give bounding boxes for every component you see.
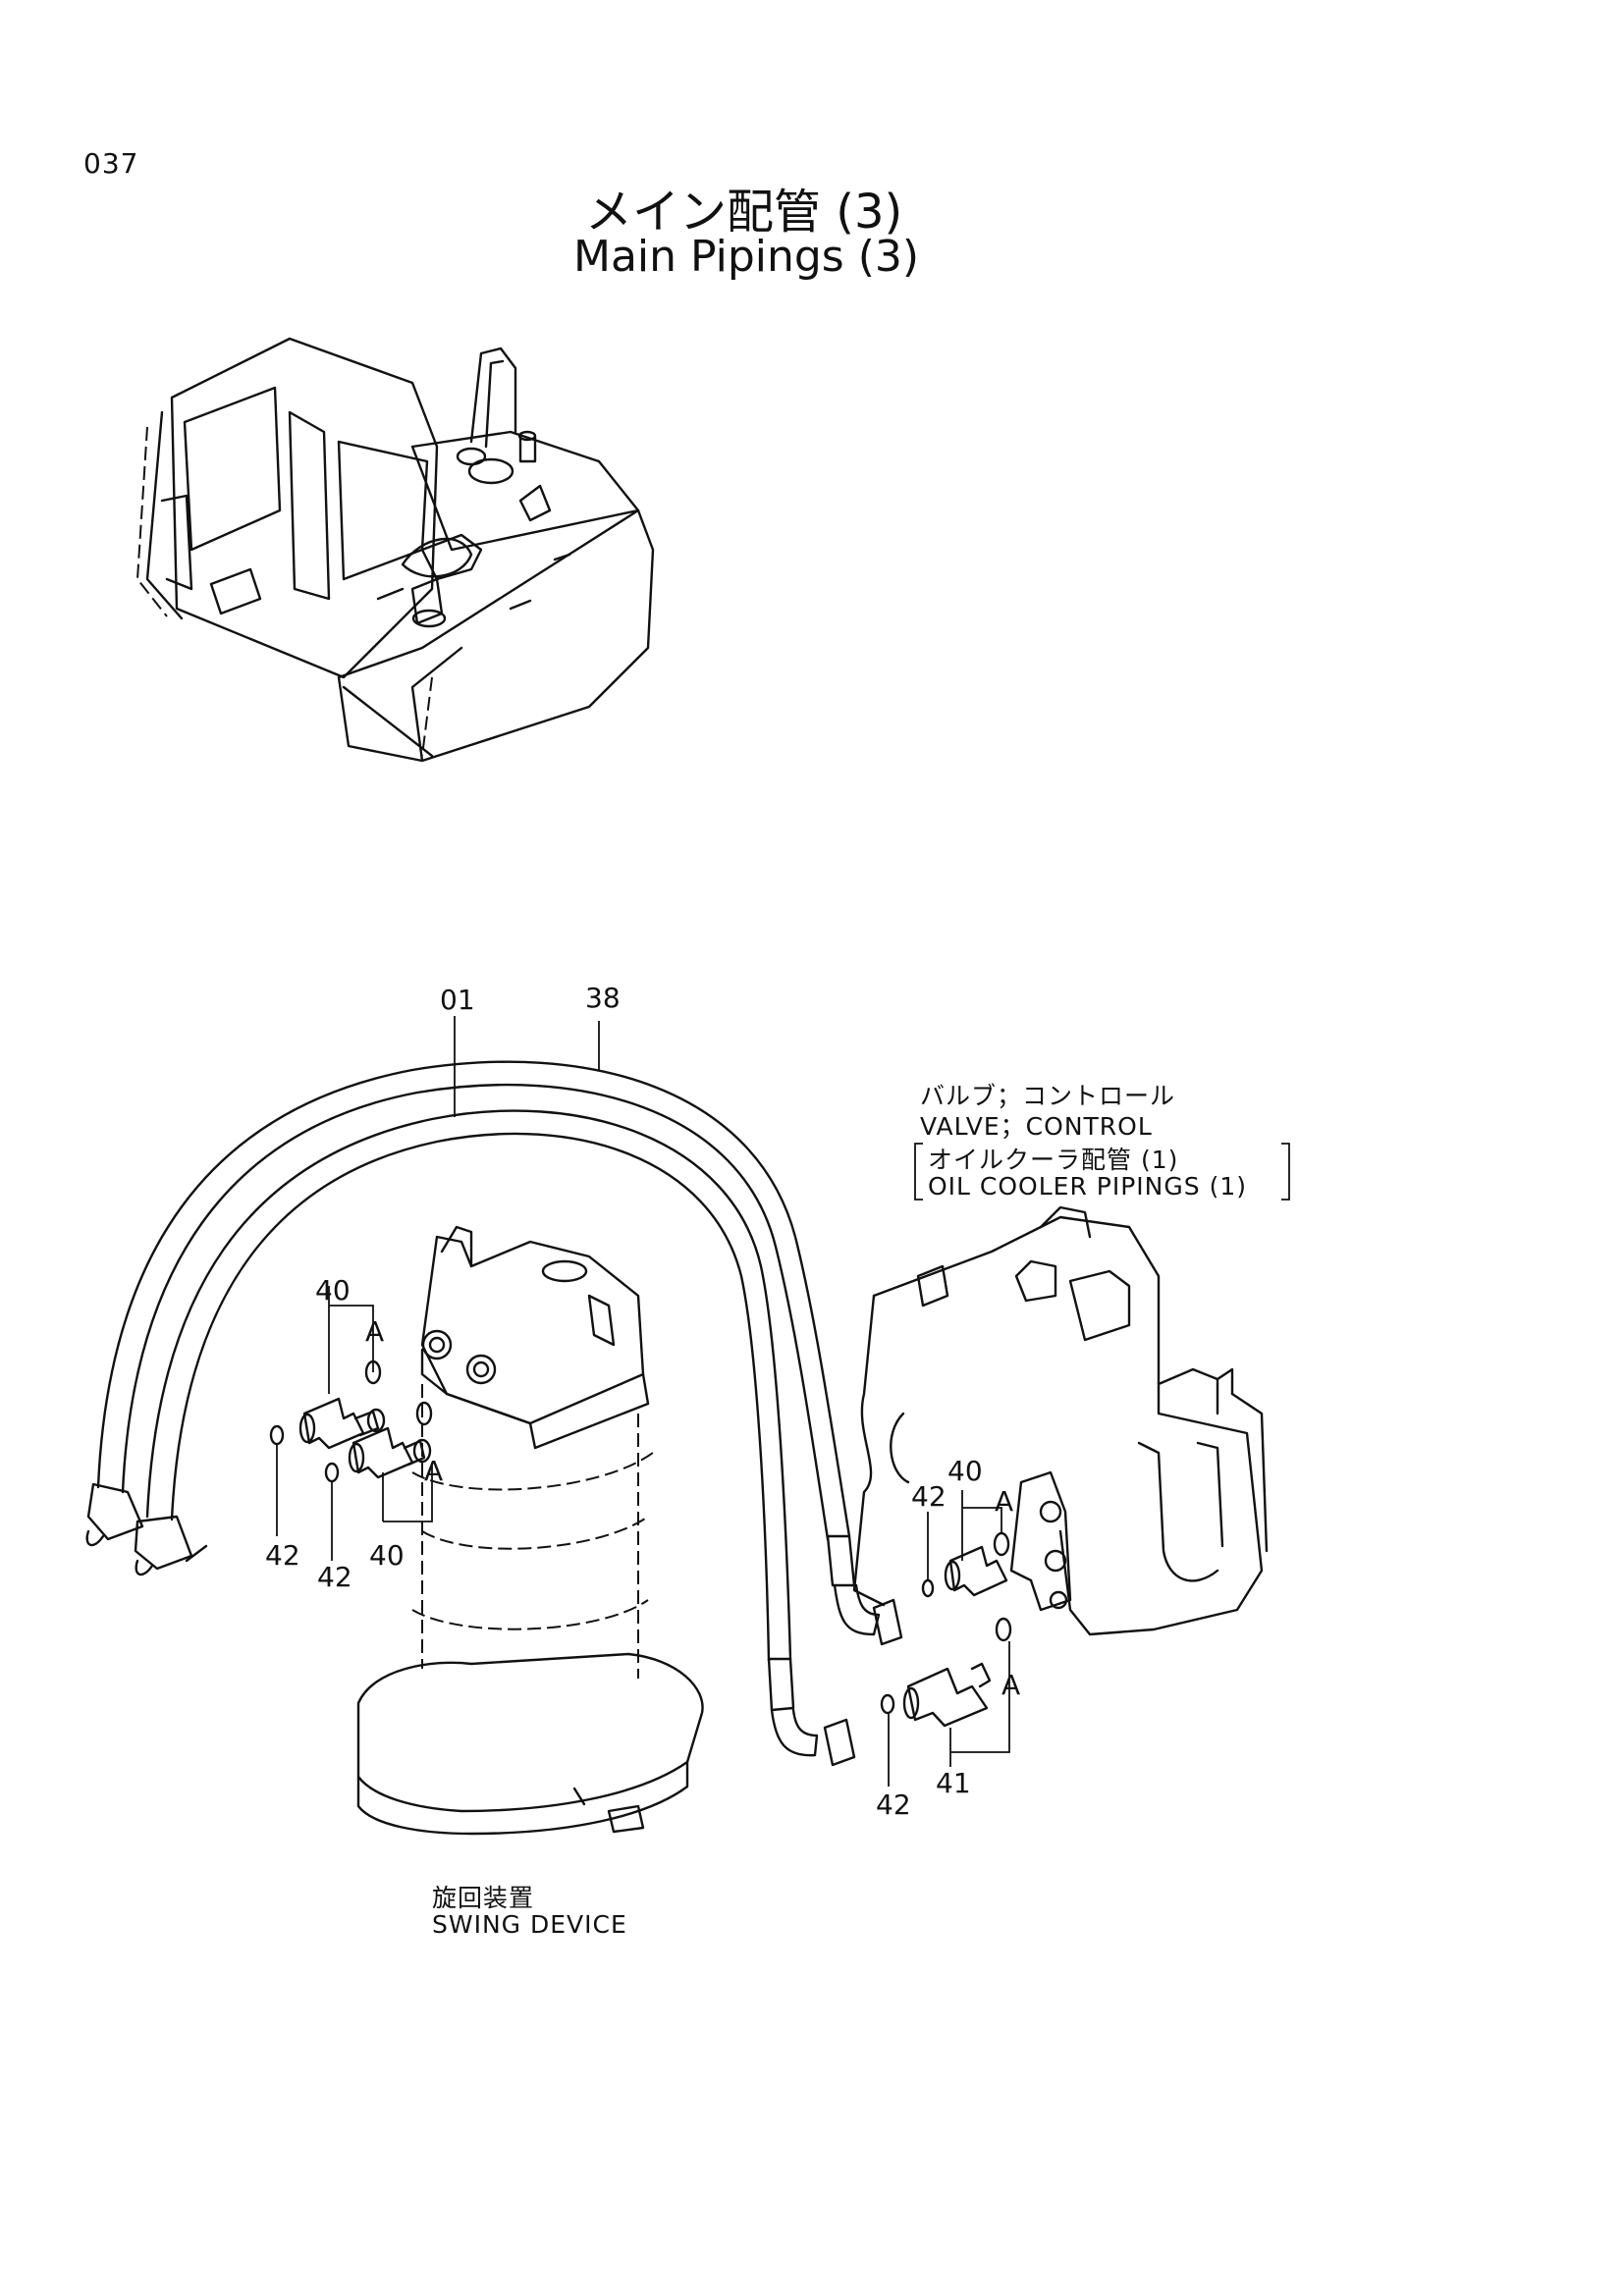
page-title-english: Main Pipings (3): [573, 232, 920, 282]
page-title-japanese: メイン配管 (3): [585, 185, 903, 240]
valve-note-japanese: バルブ；コントロール: [920, 1082, 1176, 1110]
part-label-adapter-40-top: 40: [315, 1274, 351, 1307]
adapters-and-orings: [269, 1360, 1012, 1728]
part-label-hose-01: 01: [440, 984, 475, 1016]
reference-mark-a: A: [1001, 1669, 1021, 1701]
cooler-note-english: OIL COOLER PIPINGS (1): [928, 1172, 1247, 1201]
reference-mark-a: A: [995, 1485, 1014, 1518]
control-valve-illustration: [852, 1205, 1269, 1636]
reference-mark-a: A: [365, 1315, 385, 1348]
part-label-oring-42: 42: [876, 1789, 911, 1821]
excavator-overview-illustration: [135, 337, 655, 763]
part-label-hose-38: 38: [585, 982, 621, 1014]
part-label-oring-42: 42: [265, 1539, 300, 1572]
part-label-oring-42: 42: [317, 1561, 352, 1593]
swing-device-note-japanese: 旋回装置: [432, 1884, 535, 1912]
part-label-adapter-41: 41: [936, 1767, 971, 1799]
page-number: 037: [83, 147, 139, 180]
cooler-note-japanese: オイルクーラ配管 (1): [928, 1146, 1179, 1174]
leader-lines: [276, 1016, 1290, 1787]
swing-device-illustration: [356, 1225, 704, 1836]
part-label-oring-42: 42: [911, 1480, 947, 1513]
reference-mark-a: A: [424, 1455, 444, 1487]
part-label-adapter-40-right: 40: [947, 1455, 983, 1487]
hose-assemblies: [85, 1060, 903, 1767]
swing-device-note-english: SWING DEVICE: [432, 1910, 627, 1939]
valve-note-english: VALVE；CONTROL: [920, 1112, 1153, 1141]
part-label-adapter-40-bottom: 40: [369, 1539, 405, 1572]
